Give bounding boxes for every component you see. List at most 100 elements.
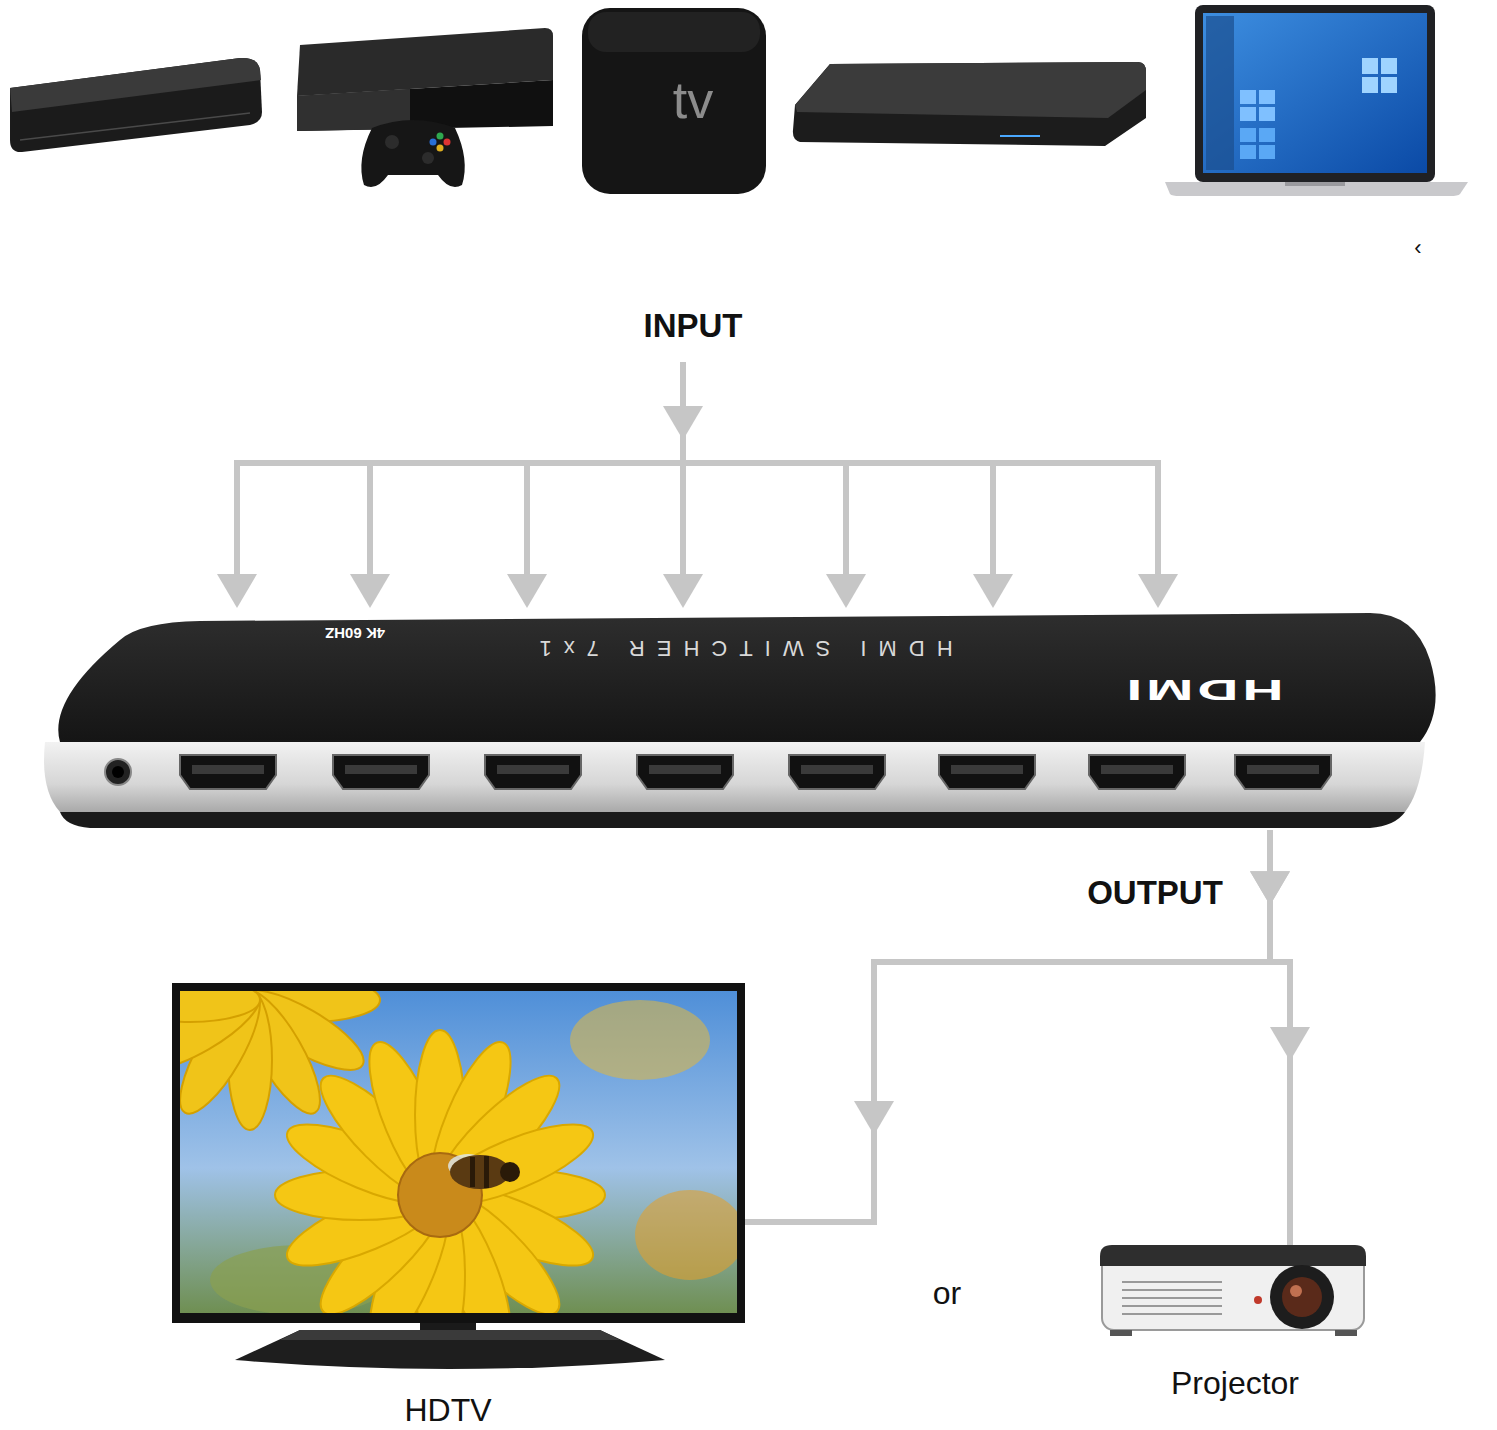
laptop — [1206, 16, 1234, 170]
device-title: HDMI SWITCHER 7x1 — [527, 637, 952, 659]
hdmi-ports — [485, 755, 581, 789]
input-arrows — [1138, 574, 1178, 608]
hdmi-ports — [105, 759, 131, 785]
laptop — [1362, 77, 1378, 93]
hdmi-ports — [951, 765, 1023, 774]
connector-line — [745, 830, 1270, 1222]
laptop — [1240, 90, 1256, 104]
television — [635, 1190, 737, 1280]
bee — [500, 1162, 520, 1182]
input-arrows — [507, 574, 547, 608]
bee — [484, 1156, 489, 1188]
projector — [1290, 1285, 1302, 1297]
laptop — [1259, 145, 1275, 159]
or-label: or — [933, 1277, 961, 1309]
laptop — [1381, 58, 1397, 74]
projector: Projector — [1100, 1245, 1370, 1405]
hdmi-ports — [939, 755, 1035, 789]
projector — [1270, 1265, 1334, 1329]
input-arrows — [237, 460, 1158, 466]
switcher-housing — [44, 613, 1436, 828]
game-console — [437, 145, 444, 152]
game-console — [361, 120, 464, 187]
game-console-slim — [10, 58, 261, 112]
game-console — [437, 133, 444, 140]
hdmi-ports — [105, 755, 1331, 789]
input-arrows — [524, 460, 530, 578]
laptop — [1240, 107, 1256, 121]
output-label: OUTPUT — [1087, 876, 1223, 909]
hdtv: HDTV — [172, 983, 745, 1428]
hdmi-ports — [180, 755, 276, 789]
game-console — [430, 139, 437, 146]
projector — [1122, 1305, 1222, 1307]
hdmi-ports — [1089, 755, 1185, 789]
game-console — [385, 135, 399, 149]
hdmi-ports — [1235, 755, 1331, 789]
hdmi-ports — [112, 766, 124, 778]
hdmi-switcher: HDMI SWITCHER 7x14K 60HZHDMI — [40, 612, 1440, 830]
disc-player — [793, 62, 1146, 146]
spec-text: 4K 60HZ — [325, 626, 385, 641]
streaming-box — [582, 8, 766, 194]
arrow-head — [1250, 871, 1290, 905]
hdmi-ports — [333, 755, 429, 789]
output-connector — [745, 830, 1290, 1222]
projector — [1122, 1297, 1222, 1299]
projector — [1100, 1245, 1366, 1336]
hdmi-ports — [789, 755, 885, 789]
input-label: INPUT — [644, 309, 743, 342]
disc-player — [795, 62, 1146, 118]
projector — [1122, 1289, 1222, 1291]
laptop — [1259, 90, 1275, 104]
input-arrows — [990, 460, 996, 578]
bee — [470, 1157, 475, 1187]
hdmi-ports — [637, 755, 733, 789]
input-arrows — [1155, 460, 1161, 578]
laptop — [1203, 13, 1427, 173]
device-caption: Projector — [1171, 1367, 1299, 1399]
switcher-housing — [60, 812, 1405, 828]
game-console — [444, 139, 451, 146]
laptop — [1362, 58, 1378, 74]
arrow-head — [1250, 871, 1290, 905]
arrow-head — [1270, 1027, 1310, 1061]
laptop — [1259, 128, 1275, 142]
input-arrows — [663, 406, 703, 440]
switcher-housing — [58, 613, 1435, 742]
hdmi-ports — [939, 755, 1035, 789]
hdmi-ports — [180, 755, 276, 789]
hdmi-ports — [192, 765, 264, 774]
output-connector — [1250, 830, 1310, 1245]
hdmi-ports — [485, 755, 581, 789]
streaming-box: tv — [582, 8, 766, 194]
projector — [1100, 1245, 1366, 1266]
laptop — [1165, 182, 1468, 196]
arrow-head — [854, 1101, 894, 1135]
game-console-slim — [20, 113, 250, 140]
game-console-slim — [10, 58, 262, 152]
streaming-box — [582, 8, 766, 194]
bee — [448, 1154, 520, 1189]
laptop — [1259, 107, 1275, 121]
hdmi-ports — [789, 755, 885, 789]
input-arrows — [680, 362, 686, 580]
television — [120, 976, 745, 1369]
television — [180, 991, 260, 1022]
device-caption: HDTV — [404, 1394, 491, 1426]
television — [180, 991, 737, 1313]
stray-mark: ‹ — [1414, 237, 1421, 259]
television — [280, 1330, 620, 1340]
input-arrows — [843, 460, 849, 578]
input-arrows — [217, 574, 257, 608]
projector — [1282, 1277, 1322, 1317]
projector — [1335, 1330, 1357, 1336]
laptop — [1285, 182, 1345, 186]
projector — [1122, 1313, 1222, 1315]
television — [235, 1330, 665, 1369]
hdmi-ports — [333, 755, 429, 789]
projector — [1254, 1296, 1262, 1304]
